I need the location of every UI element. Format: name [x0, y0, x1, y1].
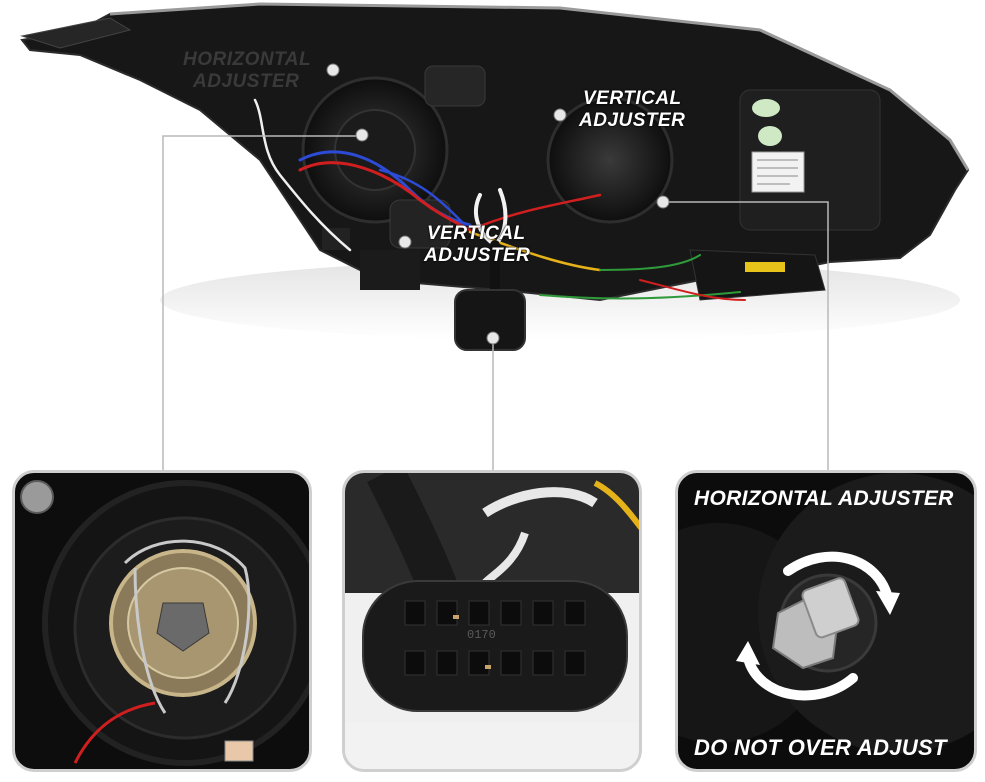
connector-detail-image — [345, 473, 639, 769]
adjuster-caption-bottom: DO NOT OVER ADJUST — [694, 735, 947, 760]
right-projector — [546, 96, 674, 224]
callout-lines — [162, 135, 829, 470]
adjuster-bolt-icon — [771, 577, 860, 670]
callout-line-1: VERTICAL — [427, 223, 526, 244]
horizontal-adjuster-label-top: HORIZONTAL ADJUSTER — [183, 50, 311, 91]
adjuster-caption-top: HORIZONTAL ADJUSTER — [694, 487, 954, 510]
vertical-adjuster-label-center: VERTICAL ADJUSTER — [424, 223, 531, 266]
detail-panel-adjuster: HORIZONTAL ADJUSTER DO NOT OVER ADJUST — [675, 470, 977, 772]
callout-line-2: ADJUSTER — [424, 245, 531, 266]
callout-line-2: ADJUSTER — [579, 110, 686, 131]
vertical-adjuster-label-right: VERTICAL ADJUSTER — [579, 88, 685, 130]
connector-marking: 0170 — [467, 628, 496, 642]
caution-sticker — [751, 151, 805, 193]
adjuster-markers — [326, 63, 670, 345]
connector-body — [362, 580, 628, 712]
callout-line-1: HORIZONTAL — [183, 49, 312, 70]
adjuster-detail-image — [678, 473, 974, 753]
connector-plug — [454, 289, 526, 351]
detail-panel-projector — [12, 470, 312, 772]
detail-panel-connector: 0170 — [342, 470, 642, 772]
callout-line-2: ADJUSTER — [193, 71, 300, 92]
ballast-module — [689, 249, 826, 301]
rotate-arrow-bottom-icon — [743, 653, 858, 701]
projector-detail-image — [20, 480, 309, 766]
callout-line-1: VERTICAL — [583, 88, 682, 109]
rotate-arrow-top-icon — [783, 551, 893, 603]
